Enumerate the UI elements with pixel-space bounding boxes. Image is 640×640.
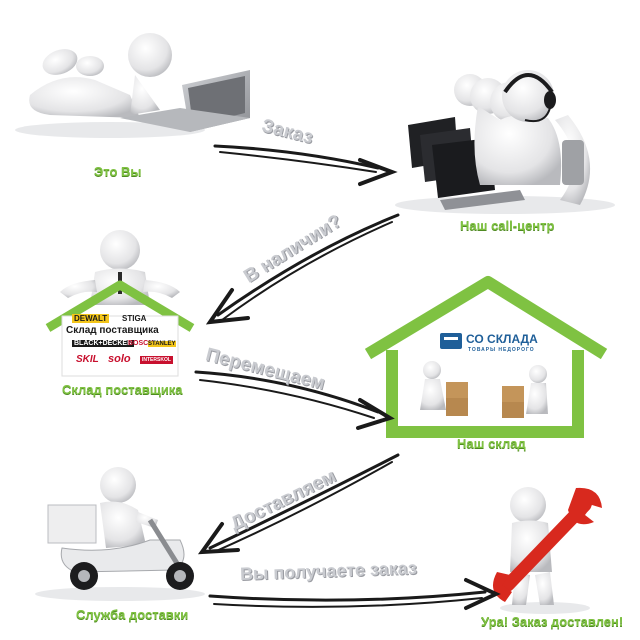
brand-interskol: INTERSKOL	[140, 356, 173, 364]
headset-icon	[503, 73, 556, 123]
caption-warehouse: Наш склад	[457, 436, 526, 451]
caption-you: Это Вы	[94, 164, 142, 179]
arrow-order	[213, 144, 398, 186]
caption-delivered: Ура! Заказ доставлен!	[481, 614, 624, 629]
brand-bosch: BOSCH	[128, 340, 154, 347]
scooter-figure	[35, 467, 205, 601]
you-figure	[15, 33, 250, 138]
brand-dewalt: DEWALT	[72, 314, 110, 323]
caption-supplier: Склад поставщика	[62, 382, 183, 397]
brand-solo: solo	[108, 353, 131, 365]
caption-callcenter: Наш call-центр	[460, 218, 555, 233]
brand-stanley: STANLEY	[148, 341, 176, 347]
arrows	[194, 144, 501, 610]
brand-skil: SKIL	[76, 354, 99, 365]
brand-stiga: STIGA	[122, 314, 147, 323]
caption-delivery: Служба доставки	[76, 607, 189, 622]
warehouse-logo-icon	[440, 333, 462, 349]
supplier-figure	[60, 230, 180, 305]
warehouse-house	[364, 276, 608, 438]
arrow-in-stock	[205, 213, 400, 325]
warehouse-logo-text: СО СКЛАДА	[466, 332, 538, 346]
wrench-figure	[492, 487, 602, 614]
callcenter-figures	[395, 70, 615, 214]
arrow-receive	[208, 578, 501, 610]
supplier-sign-title: Склад поставщика	[66, 325, 159, 336]
warehouse-tagline: ТОВАРЫ НЕДОРОГО	[468, 347, 535, 353]
brand-black-decker: BLACK+DECKER	[72, 340, 135, 347]
laptop-icon	[120, 70, 250, 132]
arrow-move	[194, 370, 395, 430]
arrow-deliver	[197, 453, 400, 555]
